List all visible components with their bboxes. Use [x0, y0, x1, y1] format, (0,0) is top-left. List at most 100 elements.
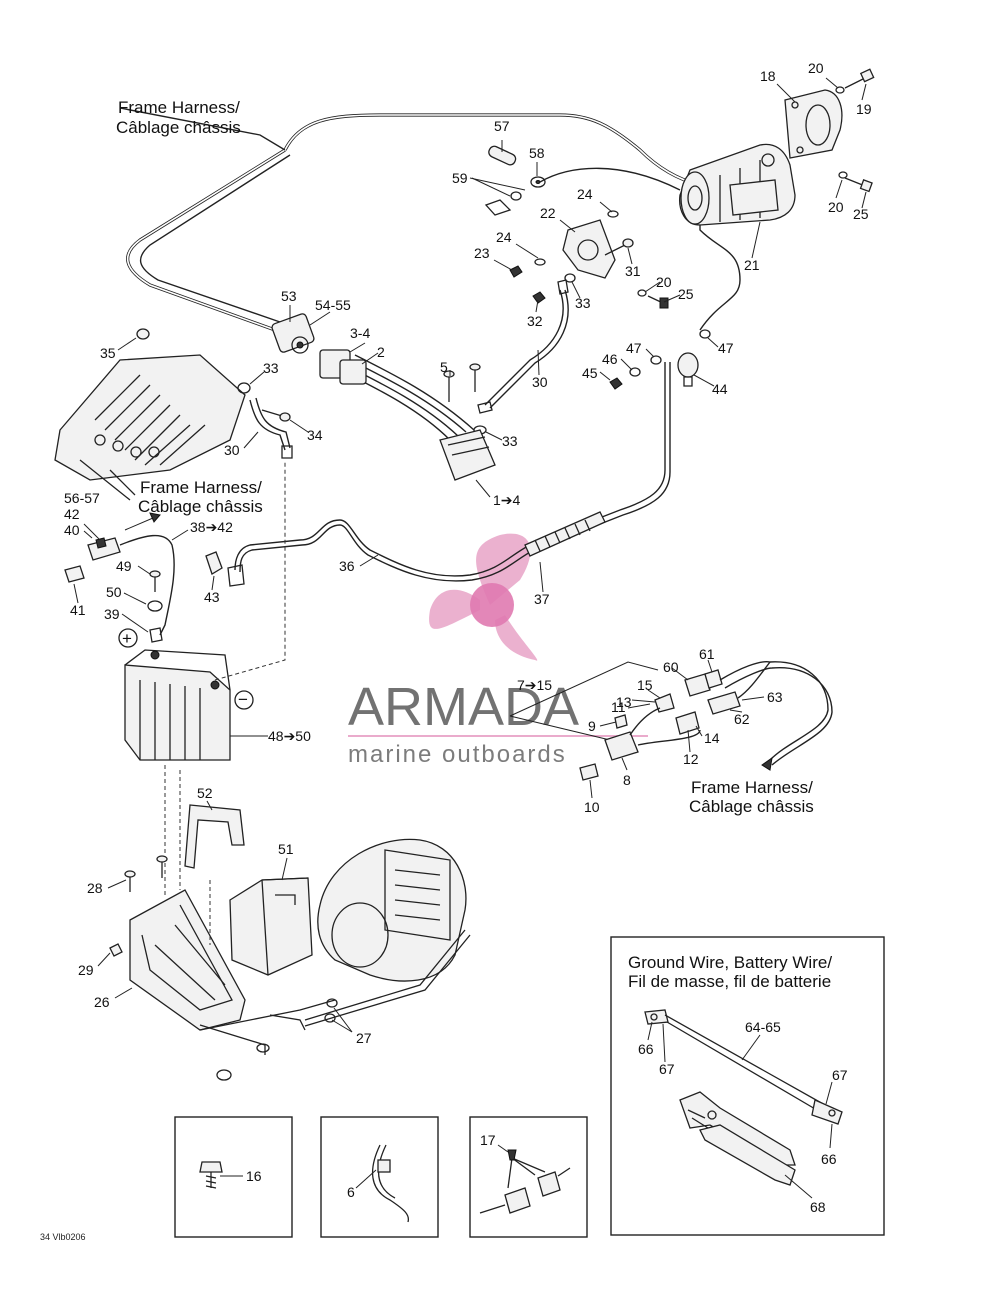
callout-56-57: 56-57	[64, 490, 100, 506]
negative-terminal-icon: −	[234, 690, 254, 710]
screw-49	[149, 570, 161, 592]
washer-59	[510, 191, 522, 201]
bolt-34	[261, 409, 291, 422]
callout-28: 28	[87, 880, 103, 896]
washer-47-a	[699, 329, 711, 339]
fuse-9	[614, 714, 628, 729]
callout-64-65: 64-65	[745, 1019, 781, 1035]
callout-34: 34	[307, 427, 323, 443]
callout-30-b: 30	[532, 374, 548, 390]
drawing-code: 34 Vlb0206	[40, 1232, 86, 1242]
callout-26: 26	[94, 994, 110, 1010]
terminal-cover-43	[205, 551, 223, 575]
cable-sleeve-37	[524, 511, 606, 557]
cable-end-36	[227, 564, 245, 587]
air-silencer	[317, 838, 467, 982]
callout-1-4: 1➔4	[493, 492, 521, 508]
cable-30-upper	[484, 289, 564, 406]
callout-44: 44	[712, 381, 728, 397]
battery-neg-lead	[214, 460, 286, 681]
callout-30-a: 30	[224, 442, 240, 458]
callout-22: 22	[540, 205, 556, 221]
callout-67-a: 67	[659, 1061, 675, 1077]
wire-59	[469, 177, 526, 191]
callout-10: 10	[584, 799, 600, 815]
callout-40: 40	[64, 522, 80, 538]
callout-13: 13	[616, 694, 632, 710]
washer-24-a	[607, 210, 619, 218]
callout-46: 46	[602, 351, 618, 367]
inset-title-2: Fil de masse, fil de batterie	[628, 972, 831, 991]
battery-strap-52	[184, 804, 245, 869]
callout-33-b: 33	[502, 433, 518, 449]
callout-61: 61	[699, 646, 715, 662]
fuse-41	[64, 565, 85, 583]
connector-62-63	[707, 691, 741, 715]
callout-8: 8	[623, 772, 631, 788]
starter-motor	[679, 143, 796, 226]
callout-17: 17	[480, 1132, 496, 1148]
nut-29	[109, 943, 123, 957]
nut-lower-b	[256, 1043, 270, 1053]
fuse-holder-38	[87, 534, 175, 636]
crimp-tool-68	[679, 1091, 796, 1186]
callout-24-b: 24	[496, 229, 512, 245]
connector-61	[704, 669, 723, 689]
terminal-30-lower	[477, 401, 493, 414]
connector-14	[675, 711, 700, 735]
washer-20-top	[835, 86, 845, 94]
callout-14: 14	[704, 730, 720, 746]
callout-59: 59	[452, 170, 468, 186]
harness-wire-to-62	[737, 661, 771, 699]
tray-rod	[304, 929, 466, 1021]
callout-37: 37	[534, 591, 550, 607]
relay-8	[604, 731, 639, 761]
connector-60	[684, 673, 711, 697]
callouts: 57 58 59 18 20 19 20 25 24 22 24 23 31 2…	[64, 60, 872, 1215]
callout-15: 15	[637, 677, 653, 693]
callout-60: 60	[663, 659, 679, 675]
callout-16: 16	[246, 1168, 262, 1184]
callout-58: 58	[529, 145, 545, 161]
positive-terminal-icon: +	[118, 628, 138, 648]
callout-48-50: 48➔50	[268, 728, 311, 744]
callout-9: 9	[588, 718, 596, 734]
wire-starter-to-solenoid	[539, 167, 681, 191]
callout-43: 43	[204, 589, 220, 605]
inset-box	[610, 936, 885, 1236]
ground-wire-64-65	[644, 1009, 843, 1125]
battery-48	[124, 649, 231, 761]
callout-25-b: 25	[678, 286, 694, 302]
callout-54-55: 54-55	[315, 297, 351, 313]
callout-20-mid: 20	[828, 199, 844, 215]
terminal-59	[484, 199, 512, 216]
mag-housing-35	[54, 354, 246, 501]
nut-45	[609, 377, 623, 390]
callout-50: 50	[106, 584, 122, 600]
fuse-10	[579, 763, 599, 781]
frame-harness-label-right-2: Câblage châssis	[689, 797, 814, 816]
callout-51: 51	[278, 841, 294, 857]
harness-wire-right-b	[724, 667, 833, 766]
callout-57: 57	[494, 118, 510, 134]
bolt-31	[604, 238, 634, 256]
tray-rod-b	[304, 934, 471, 1027]
frame-harness-label-top-1: Frame Harness/	[118, 98, 240, 117]
bolt-19	[844, 68, 875, 89]
battery-tray-26	[129, 889, 336, 1055]
cable-tie-6	[371, 1144, 410, 1223]
callout-7-15: 7➔15	[517, 677, 552, 693]
nuts-27	[324, 998, 338, 1023]
callout-25-top: 25	[853, 206, 869, 222]
callout-21: 21	[744, 257, 760, 273]
watermark: ARMADA marine outboards	[348, 533, 648, 768]
harness-wire-right	[719, 661, 829, 761]
ground-post-44	[677, 352, 699, 387]
nut-58	[530, 176, 546, 188]
ground-terminal-30	[281, 445, 293, 459]
callout-47-b: 47	[718, 340, 734, 356]
detail-box-16	[174, 1116, 293, 1238]
frame-harness-label-top-2: Câblage châssis	[116, 118, 241, 137]
cable-30-upper-b	[489, 289, 569, 409]
